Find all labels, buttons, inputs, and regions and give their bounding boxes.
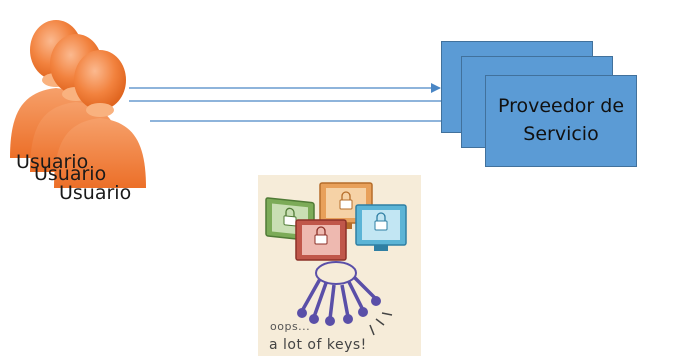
keys-caption-line2: a lot of keys! [269,337,367,353]
key-ring-icon [297,261,381,326]
users-group [10,20,146,188]
keys-caption-line1: oops... [270,320,311,333]
monitor-icon [355,204,407,251]
service-provider-box: Proveedor de Servicio [485,75,637,167]
keys-illustration-art [265,182,407,336]
user-icon [54,50,146,188]
user-label: Usuario [59,182,132,204]
service-provider-label: Proveedor de Servicio [497,95,625,145]
user-label: Usuario [34,163,107,185]
monitor-icon [295,219,347,261]
motion-marks-icon [369,312,393,336]
user-label: Usuario [16,151,89,173]
